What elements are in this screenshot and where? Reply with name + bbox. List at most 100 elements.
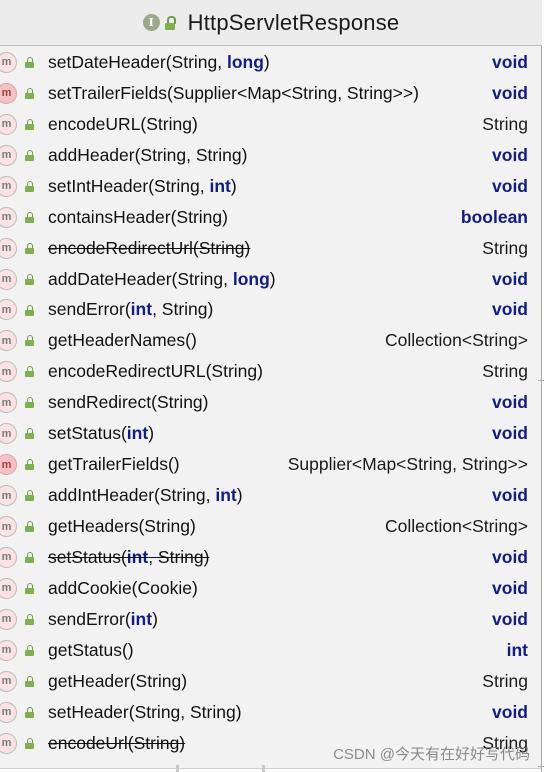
- method-signature: getHeaderNames(): [48, 330, 197, 351]
- watermark: CSDN @今天有在好好写代码: [333, 746, 530, 763]
- abstract-method-icon: m: [0, 237, 17, 259]
- abstract-method-icon: m: [0, 361, 17, 383]
- return-type: void: [492, 608, 528, 629]
- interface-icon: I: [142, 14, 160, 31]
- method-signature: setStatus(int, String): [48, 546, 210, 567]
- method-row[interactable]: m encodeRedirectURL(String) String: [0, 356, 542, 387]
- return-type: void: [492, 577, 528, 598]
- method-signature: getHeaders(String): [48, 516, 196, 537]
- public-lock-icon: [25, 644, 35, 656]
- method-signature: encodeRedirectURL(String): [48, 361, 263, 382]
- abstract-method-icon: m: [0, 608, 17, 630]
- public-lock-icon: [25, 397, 35, 409]
- scroll-tick: [538, 380, 544, 381]
- method-signature: setStatus(int): [48, 423, 155, 444]
- return-type: void: [492, 701, 528, 722]
- public-lock-icon: [25, 87, 35, 99]
- abstract-method-icon: m: [0, 577, 17, 599]
- divider: [0, 768, 542, 769]
- return-type: String: [482, 361, 528, 382]
- return-type: Collection<String>: [385, 516, 528, 537]
- return-type: String: [482, 113, 528, 134]
- keyword-token: long: [232, 268, 270, 289]
- method-row[interactable]: m setStatus(int) void: [0, 418, 542, 449]
- public-lock-icon: [25, 366, 35, 378]
- abstract-method-icon: m: [0, 423, 17, 445]
- method-signature: setDateHeader(String, long): [48, 51, 270, 72]
- method-signature: getHeader(String): [48, 670, 188, 691]
- keyword-token: int: [215, 485, 237, 506]
- method-signature: encodeUrl(String): [48, 732, 186, 753]
- keyword-token: int: [130, 608, 153, 629]
- method-signature: encodeURL(String): [48, 113, 198, 134]
- return-type: void: [492, 144, 528, 165]
- abstract-method-icon: m: [0, 113, 17, 135]
- resize-tick: [262, 765, 265, 772]
- public-lock-icon: [25, 521, 35, 533]
- abstract-method-icon: m: [0, 268, 17, 290]
- method-row[interactable]: m setIntHeader(String, int) void: [0, 171, 542, 202]
- method-signature: sendError(int, String): [48, 299, 214, 320]
- class-header[interactable]: I HttpServletResponse: [0, 0, 542, 46]
- abstract-method-icon: m: [0, 51, 17, 73]
- public-lock-icon: [25, 118, 35, 130]
- public-lock-icon: [25, 242, 35, 254]
- abstract-method-icon: m: [0, 701, 17, 723]
- method-row[interactable]: m addDateHeader(String, long) void: [0, 264, 542, 295]
- abstract-method-icon: m: [0, 330, 17, 352]
- public-lock-icon: [25, 428, 35, 440]
- abstract-method-icon: m: [0, 516, 17, 538]
- method-row[interactable]: m encodeURL(String) String: [0, 109, 542, 140]
- return-type: void: [492, 175, 528, 196]
- return-type: void: [492, 485, 528, 506]
- method-row[interactable]: m addCookie(Cookie) void: [0, 573, 542, 604]
- public-lock-icon: [25, 582, 35, 594]
- public-lock-icon: [25, 459, 35, 471]
- method-signature: encodeRedirectUrl(String): [48, 237, 251, 258]
- keyword-token: int: [126, 423, 149, 444]
- public-lock-icon: [25, 273, 35, 285]
- abstract-method-icon: m: [0, 206, 17, 228]
- public-lock-icon: [25, 180, 35, 192]
- abstract-method-icon: m: [0, 299, 17, 321]
- method-signature: addIntHeader(String, int): [48, 485, 243, 506]
- public-lock-icon: [25, 490, 35, 502]
- abstract-method-icon: m: [0, 639, 17, 661]
- return-type: void: [492, 268, 528, 289]
- return-type: void: [492, 546, 528, 567]
- abstract-method-icon: m: [0, 175, 17, 197]
- method-signature: setIntHeader(String, int): [48, 175, 237, 196]
- method-signature: addCookie(Cookie): [48, 577, 198, 598]
- return-type: void: [492, 423, 528, 444]
- keyword-token: int: [130, 299, 153, 320]
- method-signature: addDateHeader(String, long): [48, 268, 276, 289]
- method-row[interactable]: m getHeaders(String) Collection<String>: [0, 511, 542, 542]
- public-lock-icon: [25, 57, 35, 68]
- return-type: String: [482, 732, 528, 753]
- method-signature: containsHeader(String): [48, 206, 228, 227]
- return-type: String: [482, 670, 528, 691]
- public-lock-icon: [25, 552, 35, 563]
- class-title: HttpServletResponse: [187, 9, 400, 35]
- method-icon: m: [0, 454, 17, 476]
- public-lock-icon: [25, 304, 35, 316]
- return-type: void: [492, 82, 528, 103]
- method-signature: sendRedirect(String): [48, 392, 209, 413]
